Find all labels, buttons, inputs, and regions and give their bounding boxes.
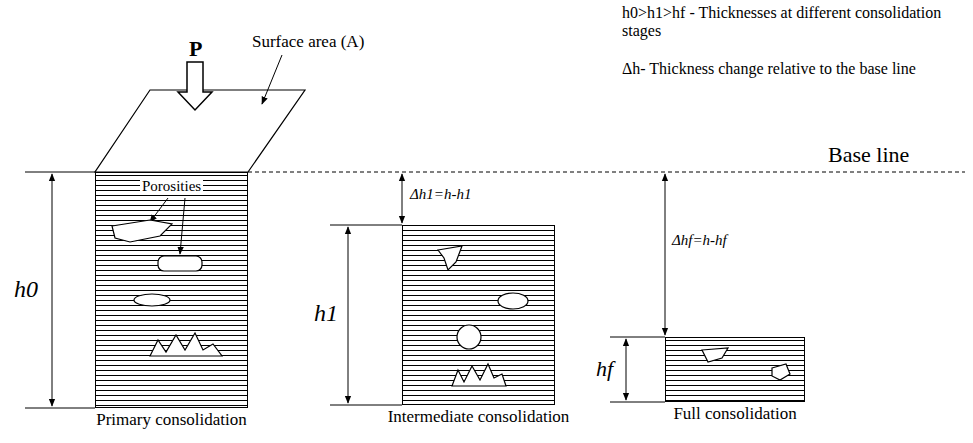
leader-line (262, 55, 282, 104)
specimen-hatching (402, 225, 555, 405)
extension-line (610, 337, 665, 338)
extension-line (25, 408, 95, 409)
callout-label: Porosities (140, 178, 203, 195)
dimension-line (52, 174, 53, 406)
base-line-label: Base line (828, 142, 909, 167)
dimension-line (402, 174, 403, 223)
load-label: P (189, 36, 202, 61)
extension-line (25, 172, 95, 173)
extension-line (610, 402, 665, 403)
pore (438, 246, 462, 270)
pore (702, 348, 728, 362)
part-label: Surface area (A) (252, 32, 364, 52)
base-line (248, 172, 965, 173)
specimen-block: Full consolidation (665, 337, 805, 402)
extension-line (330, 405, 402, 406)
legend-note: h0>h1>hf - Thicknesses at different cons… (622, 4, 962, 41)
pore (112, 220, 172, 242)
specimen-block: Intermediate consolidation (402, 225, 555, 405)
pore (498, 293, 528, 309)
dimension-label: Δh1=h-h1 (410, 186, 471, 203)
dimension-label: h1 (314, 300, 338, 328)
specimen-hatching (95, 172, 248, 408)
dimension-line (665, 174, 666, 335)
dimension-label: h0 (14, 276, 38, 304)
specimen-hatching (665, 337, 805, 402)
pore (772, 364, 790, 380)
pore (158, 256, 202, 271)
pore (134, 294, 170, 306)
stage-caption: Intermediate consolidation (388, 407, 570, 427)
pore (457, 325, 481, 349)
pore (452, 364, 506, 386)
dimension-line (348, 227, 349, 403)
pore (150, 333, 222, 356)
load-arrow (178, 62, 212, 110)
dimension-label: hf (596, 356, 613, 381)
stage-caption: Full consolidation (673, 404, 796, 424)
extension-line (330, 225, 402, 226)
legend-note: Δh- Thickness change relative to the bas… (622, 60, 962, 78)
dimension-label: Δhf=h-hf (672, 232, 727, 249)
leader-line (180, 198, 185, 254)
dimension-line (626, 339, 627, 400)
leader-line (150, 198, 168, 222)
specimen-block: Primary consolidation (95, 172, 248, 408)
stage-caption: Primary consolidation (96, 410, 247, 430)
